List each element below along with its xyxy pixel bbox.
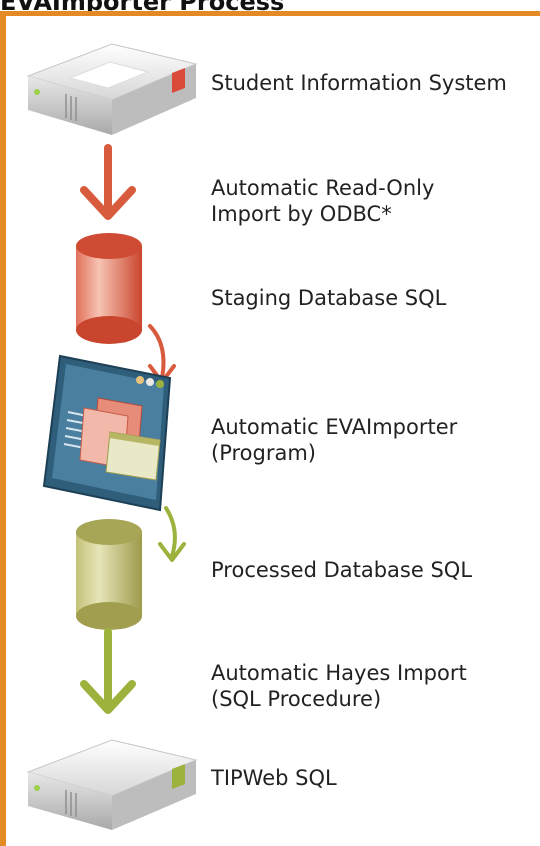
label-line: Processed Database SQL [211,558,473,582]
label-line: (SQL Procedure) [211,687,382,711]
database-cylinder-icon [76,233,142,344]
arrow-down-icon [80,144,136,220]
label-line: Import by ODBC* [211,202,392,226]
label-line: Automatic Hayes Import [211,661,467,685]
process-frame [0,11,540,846]
step-label-tipweb-sql: TIPWeb SQL [211,765,337,791]
step-label-hayes-import: Automatic Hayes Import (SQL Procedure) [211,660,467,712]
page-title: EVAImporter Process [0,0,285,16]
label-line: Automatic EVAImporter [211,415,458,439]
step-label-processed-database: Processed Database SQL [211,557,472,583]
curved-arrow-icon [148,324,176,384]
step-label-student-information-system: Student Information System [211,70,507,96]
label-line: Student Information System [211,71,507,95]
program-window-icon [42,354,172,512]
step-label-evaimporter: Automatic EVAImporter (Program) [211,414,457,466]
step-label-odbc-import: Automatic Read-Only Import by ODBC* [211,175,434,227]
curved-arrow-icon [158,506,186,562]
database-cylinder-icon [76,519,142,630]
label-line: TIPWeb SQL [211,766,337,790]
label-line: Automatic Read-Only [211,176,435,200]
step-label-staging-database: Staging Database SQL [211,285,446,311]
server-icon [26,739,198,830]
arrow-down-icon [80,628,136,714]
label-line: Staging Database SQL [211,286,447,310]
server-icon [26,43,198,135]
label-line: (Program) [211,441,316,465]
